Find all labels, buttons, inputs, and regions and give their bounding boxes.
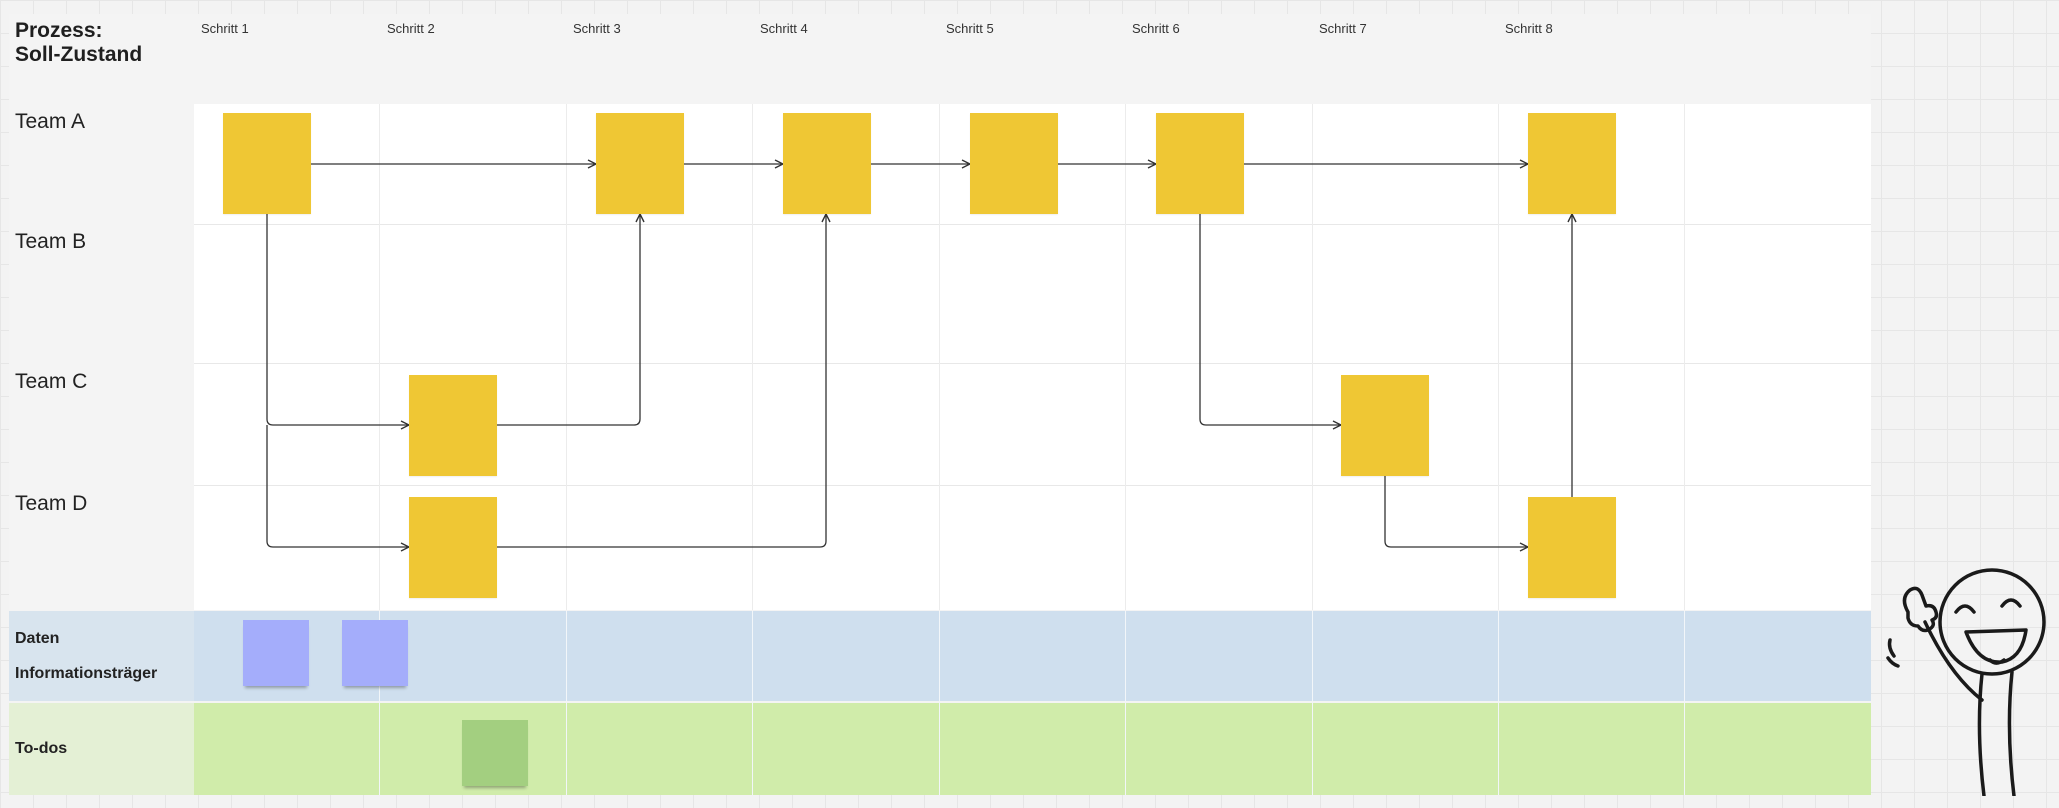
thumbs-up-stickman-icon[interactable] — [1880, 560, 2059, 796]
step-header-2: Schritt 2 — [387, 21, 435, 36]
band-column-divider — [752, 611, 753, 795]
column-divider — [379, 104, 380, 610]
lane-label-team-b: Team B — [15, 230, 87, 253]
band-column-divider — [1684, 611, 1685, 795]
lane-label-team-c: Team C — [15, 370, 88, 393]
step-header-3: Schritt 3 — [573, 21, 621, 36]
connector-arrow[interactable] — [266, 214, 409, 425]
column-divider — [939, 104, 940, 610]
band-column-divider — [1125, 611, 1126, 795]
step-header-5: Schritt 5 — [946, 21, 994, 36]
lane-label-team-a: Team A — [15, 110, 86, 133]
process-sticky-team-a-step-5[interactable] — [970, 113, 1058, 214]
band-label-data-line-2: Informationsträger — [15, 665, 158, 682]
band-label-todos: To-dos — [15, 740, 68, 757]
process-sticky-team-a-step-4[interactable] — [783, 113, 871, 214]
column-divider — [752, 104, 753, 610]
lane-divider — [194, 224, 1871, 225]
step-header-1: Schritt 1 — [201, 21, 249, 36]
connector-arrow[interactable] — [1384, 476, 1528, 547]
column-divider — [1312, 104, 1313, 610]
process-sticky-team-d-step-2[interactable] — [409, 497, 497, 598]
process-sticky-team-a-step-1[interactable] — [223, 113, 311, 214]
todo-sticky-note[interactable] — [462, 720, 528, 786]
process-sticky-team-a-step-6[interactable] — [1156, 113, 1244, 214]
process-sticky-team-a-step-3[interactable] — [596, 113, 684, 214]
column-divider — [1125, 104, 1126, 610]
lane-divider — [194, 485, 1871, 486]
data-sticky-note[interactable] — [243, 620, 309, 686]
connector-arrow[interactable] — [497, 214, 640, 426]
band-column-divider — [1498, 611, 1499, 795]
data-band — [194, 611, 1871, 701]
process-sticky-team-c-step-7[interactable] — [1341, 375, 1429, 476]
column-divider — [1498, 104, 1499, 610]
data-sticky-note[interactable] — [342, 620, 408, 686]
step-header-7: Schritt 7 — [1319, 21, 1367, 36]
board-title: Prozess: Soll-Zustand — [15, 19, 142, 67]
band-column-divider — [379, 611, 380, 795]
step-header-4: Schritt 4 — [760, 21, 808, 36]
step-header-6: Schritt 6 — [1132, 21, 1180, 36]
process-sticky-team-a-step-8[interactable] — [1528, 113, 1616, 214]
step-header-8: Schritt 8 — [1505, 21, 1553, 36]
band-column-divider — [939, 611, 940, 795]
band-column-divider — [566, 611, 567, 795]
board-title-line-2: Soll-Zustand — [15, 43, 143, 66]
lane-divider — [194, 363, 1871, 364]
connector-arrow[interactable] — [266, 425, 409, 547]
column-divider — [1684, 104, 1685, 610]
band-column-divider — [1312, 611, 1313, 795]
process-sticky-team-c-step-2[interactable] — [409, 375, 497, 476]
lane-label-team-d: Team D — [15, 492, 88, 515]
band-label-data-line-1: Daten — [15, 630, 60, 647]
connector-arrow[interactable] — [497, 214, 826, 548]
connector-arrow[interactable] — [1199, 214, 1341, 425]
process-sticky-team-d-step-8[interactable] — [1528, 497, 1616, 598]
column-divider — [566, 104, 567, 610]
board-title-line-1: Prozess: — [15, 19, 103, 42]
